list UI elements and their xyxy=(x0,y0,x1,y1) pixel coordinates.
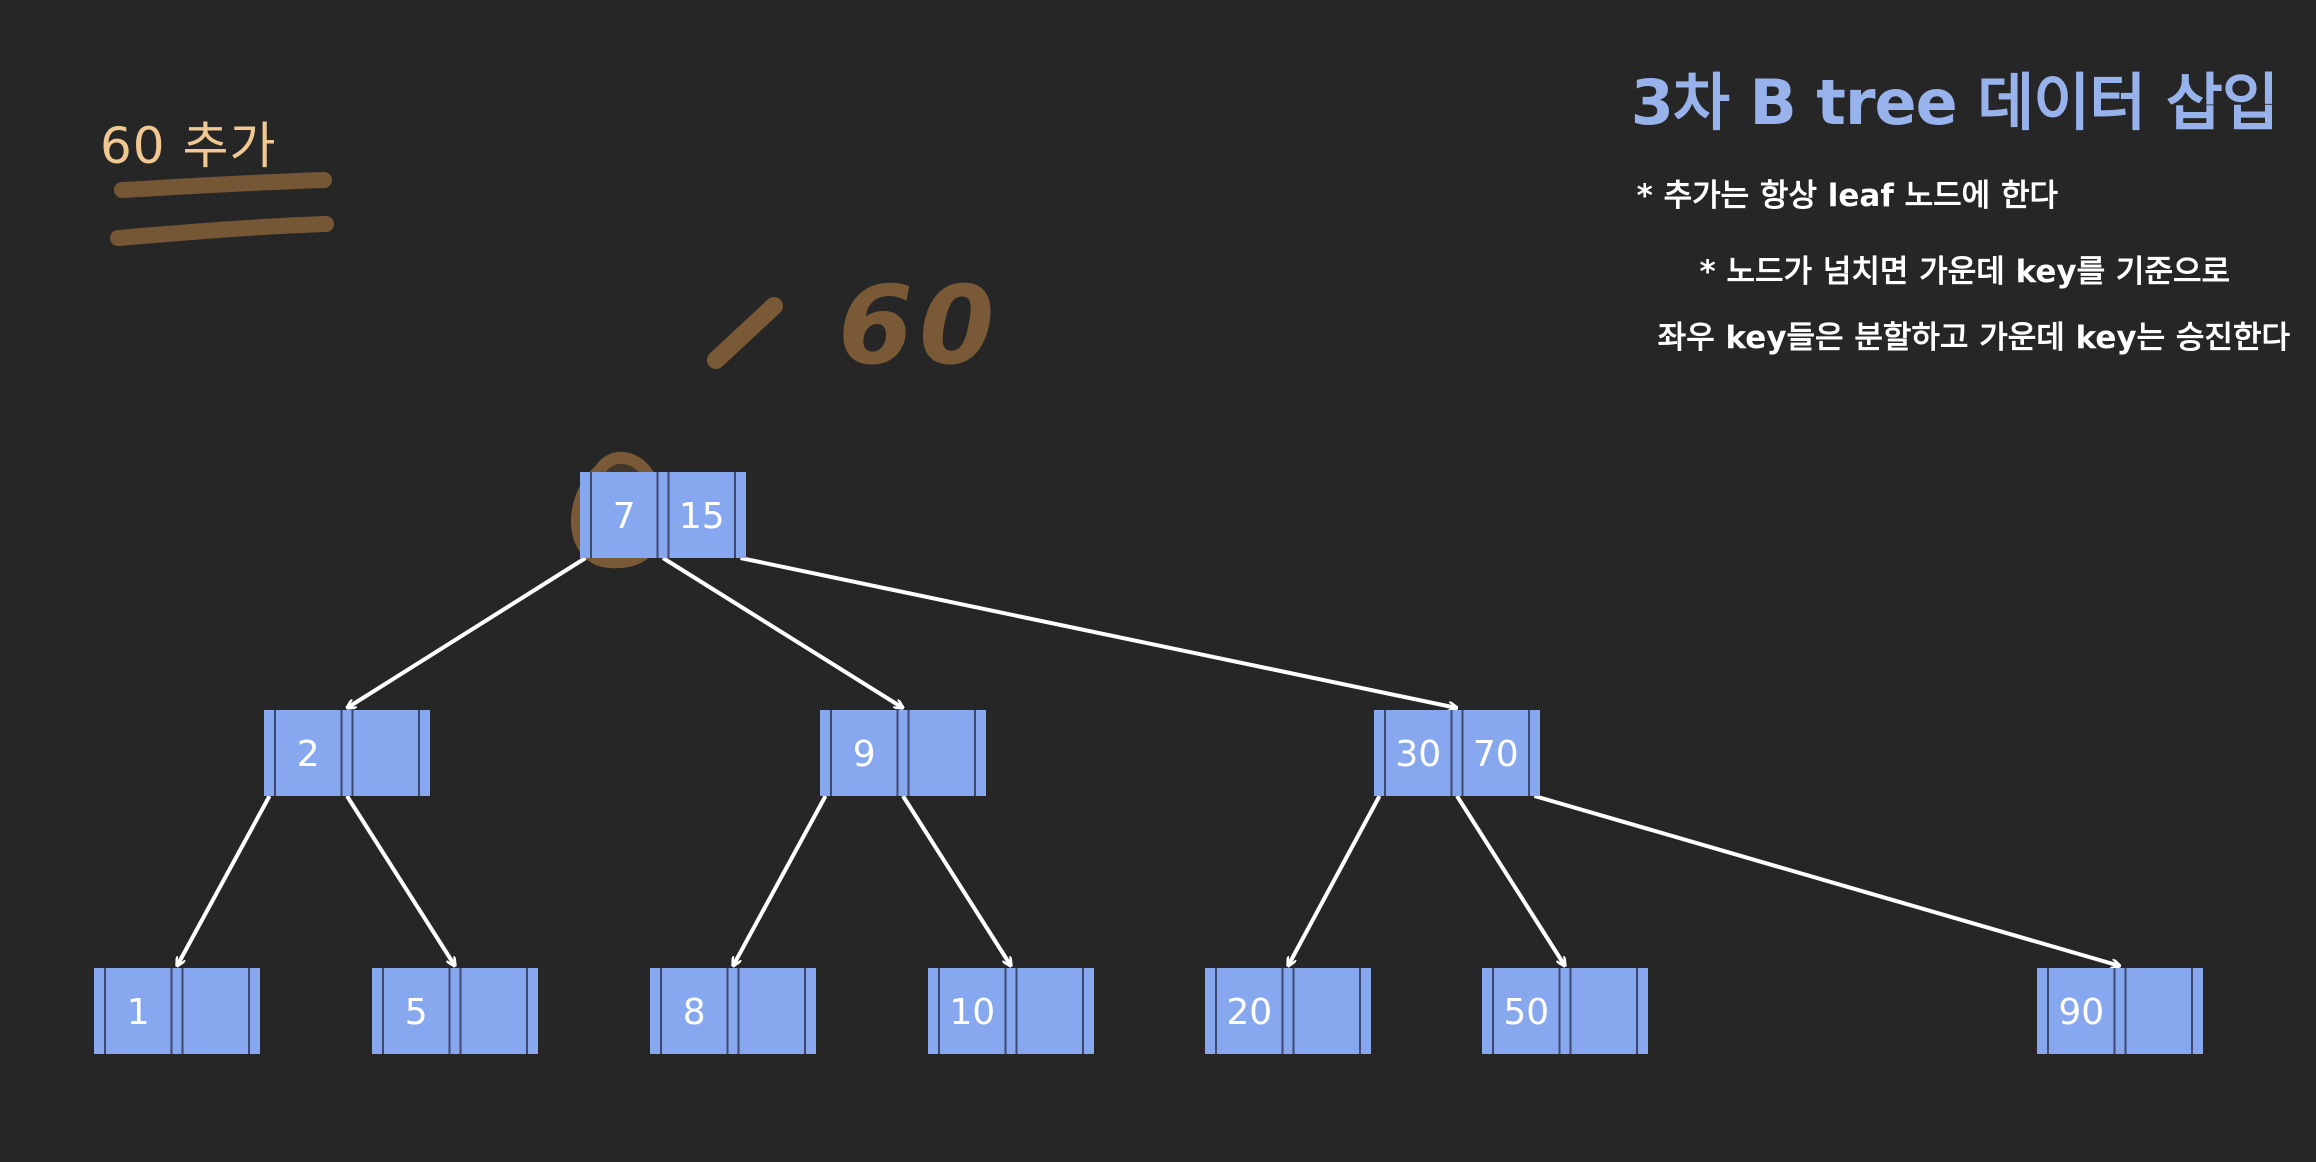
node-key: 50 xyxy=(1503,992,1549,1033)
node-key: 20 xyxy=(1226,992,1272,1033)
edge-n3070-l50 xyxy=(1455,794,1565,966)
tree-node-l50: 50 xyxy=(1482,968,1648,1054)
node-box xyxy=(2037,968,2203,1054)
node-box xyxy=(1482,968,1648,1054)
node-key: 5 xyxy=(405,992,428,1033)
tree-node-n2: 2 xyxy=(264,710,430,796)
node-box xyxy=(1205,968,1371,1054)
tree-node-l8: 8 xyxy=(650,968,816,1054)
node-key: 10 xyxy=(949,992,995,1033)
page-title: 3차 B tree 데이터 삽입 xyxy=(1630,66,2279,139)
tree-node-n3070: 30 70 xyxy=(1374,710,1540,796)
node-key: 70 xyxy=(1473,734,1519,775)
edge-n2-l1 xyxy=(177,795,272,966)
node-key: 9 xyxy=(853,734,876,775)
tree-node-l1: 1 xyxy=(94,968,260,1054)
handwritten-note: 60 추가 xyxy=(100,117,277,175)
node-box xyxy=(1374,710,1540,796)
tree-node-n9: 9 xyxy=(820,710,986,796)
node-box xyxy=(94,968,260,1054)
node-box xyxy=(928,968,1094,1054)
edge-n9-l8 xyxy=(733,795,828,966)
node-key: 90 xyxy=(2058,992,2104,1033)
node-box xyxy=(264,710,430,796)
edge-root-n9 xyxy=(661,556,903,708)
tree-node-l90: 90 xyxy=(2037,968,2203,1054)
node-key: 7 xyxy=(613,496,636,537)
edge-root-n3070 xyxy=(740,556,1458,708)
tree-node-l20: 20 xyxy=(1205,968,1371,1054)
edge-n3070-l20 xyxy=(1288,795,1382,966)
node-key: 1 xyxy=(127,992,150,1033)
edge-root-n2 xyxy=(347,556,587,708)
handwritten-scribble: 60 xyxy=(838,264,1001,389)
tree-edges xyxy=(177,556,2121,966)
node-key: 15 xyxy=(679,496,725,537)
node-key: 30 xyxy=(1395,734,1441,775)
node-box xyxy=(650,968,816,1054)
edge-n2-l5 xyxy=(345,794,455,966)
marker-slash xyxy=(707,297,783,369)
rule-text-3: 좌우 key들은 분할하고 가운데 key는 승진한다 xyxy=(1657,320,2290,356)
node-key: 8 xyxy=(683,992,706,1033)
tree-node-root: 7 15 xyxy=(580,472,746,558)
rule-text-2: * 노드가 넘치면 가운데 key를 기준으로 xyxy=(1699,254,2230,290)
node-key: 2 xyxy=(297,734,320,775)
edge-n3070-l90 xyxy=(1533,794,2121,966)
node-box xyxy=(580,472,746,558)
tree-node-l10: 10 xyxy=(928,968,1094,1054)
rule-text-1: * 추가는 항상 leaf 노드에 한다 xyxy=(1636,178,2058,214)
edge-n9-l10 xyxy=(901,794,1011,966)
node-box xyxy=(372,968,538,1054)
note-underline-1 xyxy=(114,172,332,198)
tree-node-l5: 5 xyxy=(372,968,538,1054)
note-underline-2 xyxy=(110,216,334,246)
node-box xyxy=(820,710,986,796)
